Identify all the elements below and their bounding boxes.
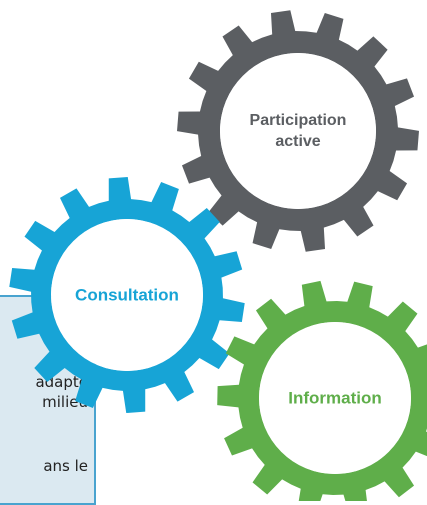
gear-label-participation-1: Participation (250, 112, 347, 129)
gear-hub (51, 219, 203, 371)
gear-label-consultation-1: Consultation (75, 286, 179, 305)
gear-label-participation-2: active (275, 133, 320, 150)
gear-label-information-1: Information (288, 389, 382, 408)
gear-icon (9, 177, 245, 413)
gear-hub (259, 322, 411, 474)
gear-participation: Participation active (177, 10, 419, 252)
panel-line-3: ans le (43, 457, 88, 475)
gear-information: Information (217, 280, 427, 501)
gear-consultation: Consultation (9, 177, 245, 413)
gear-hub (220, 53, 376, 209)
gear-icon (177, 10, 419, 252)
gear-icon (217, 280, 427, 501)
